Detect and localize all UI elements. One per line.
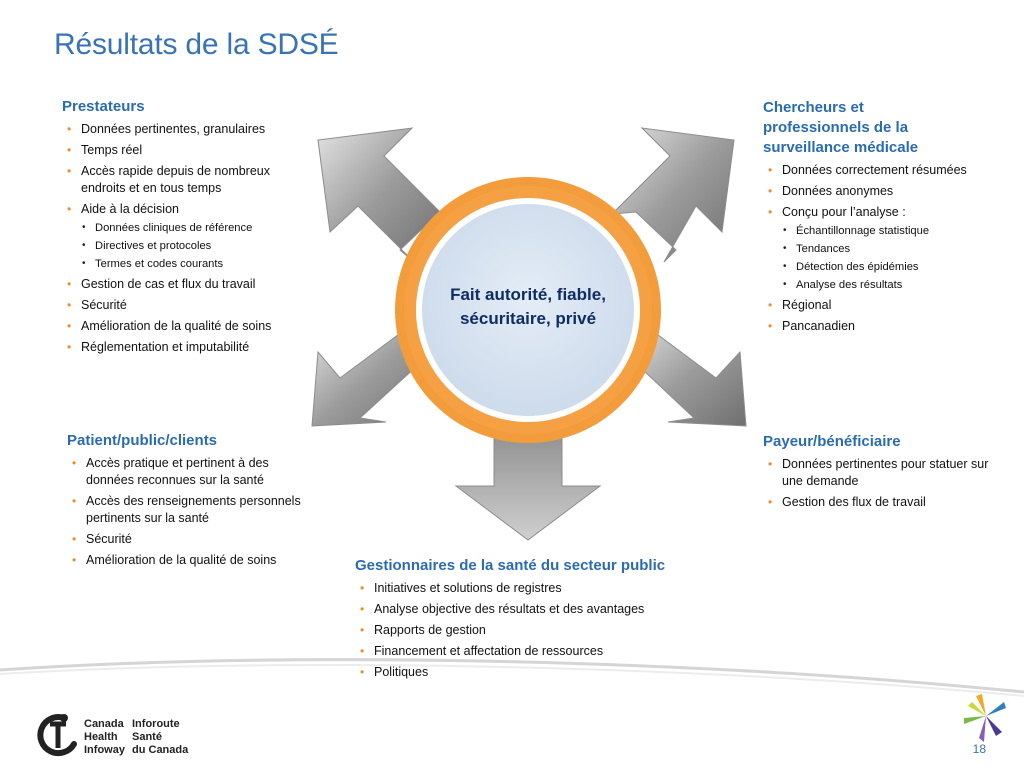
list-item: Accès rapide depuis de nombreux endroits… [62, 163, 312, 197]
list-item: Sécurité [62, 297, 312, 314]
payeur-block: Payeur/bénéficiaire Données pertinentes … [763, 432, 1008, 511]
sub-list-item: Analyse des résultats [763, 277, 1013, 293]
prestateurs-list: Données pertinentes, granulaires Temps r… [62, 121, 312, 356]
list-item: Temps réel [62, 142, 312, 159]
list-item: Réglementation et imputabilité [62, 339, 312, 356]
sub-list-item: Détection des épidémies [763, 259, 1013, 275]
list-item: Analyse objective des résultats et des a… [355, 601, 755, 618]
list-item: Pancanadien [763, 318, 1013, 335]
list-item: Sécurité [67, 531, 312, 548]
list-item: Initiatives et solutions de registres [355, 580, 755, 597]
payeur-heading: Payeur/bénéficiaire [763, 433, 901, 450]
list-item: Amélioration de la qualité de soins [67, 552, 312, 569]
slide-title: Résultats de la SDSÉ [54, 28, 339, 61]
chercheurs-heading: Chercheurs et professionnels de la surve… [763, 98, 1013, 158]
sub-list-item: Tendances [763, 241, 1013, 257]
list-item: Rapports de gestion [355, 622, 755, 639]
chercheurs-heading-line-3: surveillance médicale [763, 139, 919, 156]
logo-en-line-1: Canada [84, 718, 124, 730]
patient-block: Patient/public/clients Accès pratique et… [67, 431, 312, 569]
list-item: Gestion de cas et flux du travail [62, 276, 312, 293]
sub-list-item: Directives et protocoles [62, 238, 312, 254]
gestionnaires-list: Initiatives et solutions de registres An… [355, 580, 755, 681]
list-item: Données anonymes [763, 183, 1013, 200]
list-item: Politiques [355, 664, 755, 681]
center-line-2: sécuritaire, privé [459, 309, 597, 328]
arrow-top-right [610, 127, 735, 263]
gestionnaires-heading: Gestionnaires de la santé du secteur pub… [355, 557, 666, 574]
logo-fr-line-3: du Canada [132, 744, 189, 756]
patient-list: Accès pratique et pertinent à des donnée… [67, 455, 312, 569]
list-item: Accès des renseignements personnels pert… [67, 493, 312, 527]
list-item: Régional [763, 297, 1013, 314]
list-item: Données correctement résumées [763, 162, 1013, 179]
chercheurs-heading-line-1: Chercheurs et [763, 99, 864, 116]
chercheurs-block: Chercheurs et professionnels de la surve… [763, 98, 1013, 335]
center-statement: Fait autorité, fiable, sécuritaire, priv… [420, 283, 636, 331]
logo-english: Canada Health Infoway [84, 718, 125, 757]
chercheurs-heading-line-2: professionnels de la [763, 119, 909, 136]
center-disc [422, 204, 634, 416]
logo-french: Inforoute Santé du Canada [132, 718, 188, 757]
payeur-list: Données pertinentes pour statuer sur une… [763, 456, 1008, 511]
sub-list-item: Échantillonnage statistique [763, 223, 1013, 239]
center-line-1: Fait autorité, fiable, [450, 285, 606, 304]
star-logo-icon [964, 694, 1006, 742]
logo-fr-line-1: Inforoute [132, 718, 180, 730]
infoway-emblem-icon [37, 714, 77, 757]
list-item: Financement et affectation de ressources [355, 643, 755, 660]
list-item: Accès pratique et pertinent à des donnée… [67, 455, 312, 489]
page-number: 18 [972, 742, 986, 756]
list-item: Données pertinentes pour statuer sur une… [763, 456, 1008, 490]
sub-list-item: Données cliniques de référence [62, 220, 312, 236]
logo-en-line-3: Infoway [84, 744, 125, 756]
chercheurs-list: Données correctement résumées Données an… [763, 162, 1013, 335]
list-item: Gestion des flux de travail [763, 494, 1008, 511]
patient-heading: Patient/public/clients [67, 432, 218, 449]
logo-en-line-2: Health [84, 731, 118, 743]
sub-list-item: Termes et codes courants [62, 256, 312, 272]
list-item: Amélioration de la qualité de soins [62, 318, 312, 335]
list-item: Données pertinentes, granulaires [62, 121, 312, 138]
list-item: Conçu pour l’analyse : [763, 204, 1013, 221]
infoway-logo: Canada Health Infoway Inforoute Santé du… [34, 710, 194, 760]
gestionnaires-block: Gestionnaires de la santé du secteur pub… [355, 556, 755, 681]
footer-swoosh [0, 658, 1024, 697]
list-item: Aide à la décision [62, 201, 312, 218]
prestateurs-block: Prestateurs Données pertinentes, granula… [62, 97, 312, 356]
logo-fr-line-2: Santé [132, 731, 162, 743]
arrow-top-left [317, 127, 441, 263]
prestateurs-heading: Prestateurs [62, 98, 145, 115]
